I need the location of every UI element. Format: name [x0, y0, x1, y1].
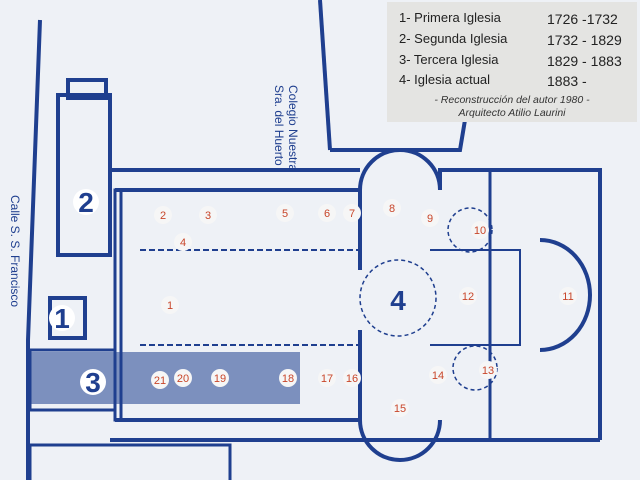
street-label-calle: Calle S. S. Francisco — [8, 195, 22, 308]
svg-text:5: 5 — [282, 208, 288, 220]
svg-text:12: 12 — [462, 291, 474, 303]
room-number-7: 7 — [343, 204, 361, 222]
room-number-4: 4 — [174, 233, 192, 251]
room-number-13: 13 — [479, 361, 497, 379]
svg-text:11: 11 — [562, 291, 573, 303]
legend-label: 1- Primera Iglesia — [399, 10, 501, 25]
walls — [26, 0, 602, 480]
svg-text:19: 19 — [214, 373, 226, 385]
dashed-domes — [359, 207, 498, 391]
room-number-14: 14 — [429, 366, 447, 384]
street-label-colegio: Colegio Nuestra Sra. del Huerto — [272, 85, 300, 171]
church-number-2: 2 — [73, 187, 99, 218]
legend-box: 1- Primera Iglesia 1726 -1732 2- Segunda … — [387, 2, 637, 122]
svg-text:2: 2 — [160, 210, 166, 222]
room-number-19: 19 — [211, 369, 229, 387]
room-number-21: 21 — [151, 371, 169, 389]
svg-text:15: 15 — [394, 403, 406, 415]
legend-label: 3- Tercera Iglesia — [399, 52, 499, 67]
legend-years: 1732 - 1829 — [547, 32, 622, 48]
room-number-11: 11 — [559, 287, 577, 305]
street-label-line: Colegio Nuestra — [286, 85, 300, 172]
room-number-1: 1 — [161, 296, 179, 314]
svg-text:3: 3 — [85, 367, 101, 398]
credit-line: - Reconstrucción del autor 1980 - — [434, 94, 590, 106]
room-number-8: 8 — [383, 199, 401, 217]
room-number-12: 12 — [459, 287, 477, 305]
svg-text:14: 14 — [432, 370, 444, 382]
room-number-10: 10 — [471, 221, 489, 239]
svg-text:21: 21 — [154, 375, 166, 387]
svg-text:10: 10 — [474, 225, 486, 237]
svg-text:9: 9 — [427, 213, 433, 225]
church-number-3: 3 — [80, 367, 106, 398]
svg-text:8: 8 — [389, 203, 395, 215]
legend-years: 1883 - — [547, 73, 587, 89]
legend-item: 3- Tercera Iglesia 1829 - 1883 — [399, 52, 629, 69]
svg-text:1: 1 — [54, 303, 70, 334]
legend-years: 1829 - 1883 — [547, 53, 622, 69]
room-number-2: 2 — [154, 206, 172, 224]
svg-text:3: 3 — [205, 210, 211, 222]
room-number-15: 15 — [391, 399, 409, 417]
svg-text:13: 13 — [482, 365, 494, 377]
room-number-6: 6 — [318, 204, 336, 222]
church-number-1: 1 — [49, 303, 75, 334]
svg-text:7: 7 — [349, 208, 355, 220]
legend-item: 1- Primera Iglesia 1726 -1732 — [399, 10, 629, 27]
legend-years: 1726 -1732 — [547, 11, 618, 27]
svg-text:20: 20 — [177, 373, 189, 385]
svg-text:4: 4 — [180, 237, 186, 249]
room-number-3: 3 — [199, 206, 217, 224]
svg-text:1: 1 — [167, 300, 173, 312]
svg-text:16: 16 — [346, 373, 358, 385]
architect-line: Arquitecto Atilio Laurini — [458, 107, 566, 119]
room-number-18: 18 — [279, 369, 297, 387]
svg-text:17: 17 — [321, 373, 333, 385]
svg-text:2: 2 — [78, 187, 94, 218]
church-number-4: 4 — [390, 285, 406, 316]
legend-label: 2- Segunda Iglesia — [399, 31, 508, 46]
legend-item: 4- Iglesia actual 1883 - — [399, 72, 629, 89]
room-number-16: 16 — [343, 369, 361, 387]
room-number-5: 5 — [276, 204, 294, 222]
room-number-9: 9 — [421, 209, 439, 227]
svg-text:6: 6 — [324, 208, 330, 220]
street-label-line: Sra. del Huerto — [272, 85, 286, 166]
room-number-17: 17 — [318, 369, 336, 387]
legend-label: 4- Iglesia actual — [399, 72, 491, 87]
room-number-20: 20 — [174, 369, 192, 387]
svg-text:18: 18 — [282, 373, 294, 385]
legend-item: 2- Segunda Iglesia 1732 - 1829 — [399, 31, 629, 48]
svg-text:4: 4 — [390, 285, 406, 316]
